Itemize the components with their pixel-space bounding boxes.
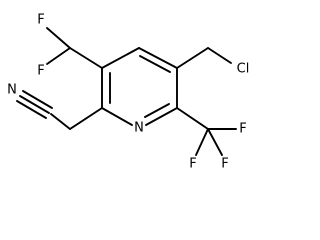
triple-bond-line-1 bbox=[19, 95, 50, 114]
trifluoromethyl-group: F F F bbox=[176, 107, 247, 172]
bond-ch2-cl bbox=[207, 47, 232, 64]
fluorine-label-lower: F bbox=[37, 64, 44, 79]
bond-cf3-f-lower-left bbox=[195, 128, 209, 156]
bond-c2-ch2 bbox=[69, 107, 103, 130]
fluorine-label-cf3-right: F bbox=[239, 122, 246, 137]
triple-bond-line-3 bbox=[16, 100, 47, 119]
chlorine-label: Cl bbox=[237, 62, 250, 77]
fluorine-label-upper: F bbox=[37, 13, 44, 28]
ring-bond-c4-c5 bbox=[138, 47, 178, 69]
ring-bond-c3-c4 bbox=[101, 47, 140, 69]
ring-nitrogen-label: N bbox=[134, 121, 144, 136]
bond-chf2-f-lower bbox=[46, 47, 71, 65]
bond-c5-ch2 bbox=[176, 47, 209, 69]
fluorine-label-cf3-lower-right: F bbox=[221, 157, 228, 172]
ring-double-bond-inner-c4-c5 bbox=[139, 55, 171, 73]
ring-double-bond-inner-c6-n1 bbox=[144, 103, 170, 118]
chemical-structure-diagram: F F Cl N N F F F bbox=[7, 13, 250, 172]
bond-c3-chf2 bbox=[69, 47, 103, 69]
chloromethyl-group: Cl bbox=[176, 47, 250, 77]
bond-c6-cf3 bbox=[176, 107, 209, 130]
ring-bond-c6-n1 bbox=[145, 107, 178, 126]
bond-chf2-f-upper bbox=[46, 27, 71, 49]
nitrile-nitrogen-label: N bbox=[7, 83, 17, 98]
triple-bond-line-2 bbox=[22, 90, 53, 109]
pyridine-ring bbox=[101, 47, 178, 126]
ring-bond-n1-c2 bbox=[101, 107, 133, 126]
bond-cf3-f-lower-right bbox=[207, 128, 223, 156]
cyanomethyl-group: N bbox=[7, 83, 103, 130]
difluoromethyl-group: F F bbox=[37, 13, 103, 79]
bond-ch2-cn bbox=[50, 113, 71, 130]
fluorine-label-cf3-lower-left: F bbox=[189, 157, 196, 172]
